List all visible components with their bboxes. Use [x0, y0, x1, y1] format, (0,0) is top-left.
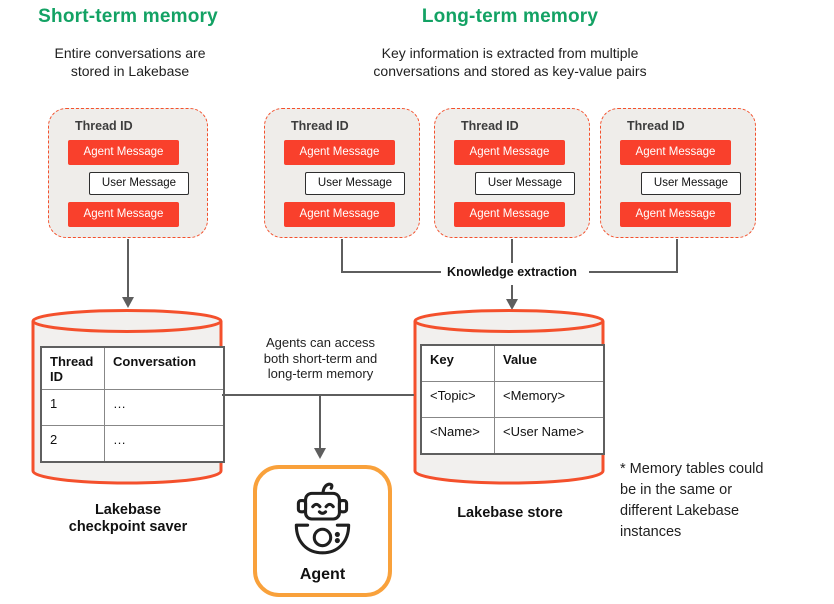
- table-cell: …: [104, 389, 225, 426]
- connector-line: [127, 239, 129, 298]
- table-header-cell: Thread ID: [40, 346, 105, 390]
- connector-line: [511, 239, 513, 263]
- agent-message-box: Agent Message: [454, 140, 565, 165]
- thread-card-short-term: Thread ID Agent Message User Message Age…: [48, 108, 208, 238]
- long-term-memory-subtitle: Key information is extracted from multip…: [373, 45, 647, 79]
- table-cell: <Memory>: [494, 381, 605, 418]
- connector-line: [511, 285, 513, 301]
- thread-card-long-term-2: Thread ID Agent Message User Message Age…: [434, 108, 590, 238]
- thread-id-label: Thread ID: [627, 119, 685, 133]
- agent-message-box: Agent Message: [284, 202, 395, 227]
- table-cell: 2: [40, 425, 105, 463]
- table-row: <Topic> <Memory>: [420, 381, 605, 418]
- agent-label: Agent: [299, 566, 346, 583]
- access-note: Agents can access both short-term and lo…: [263, 335, 378, 381]
- thread-card-long-term-1: Thread ID Agent Message User Message Age…: [264, 108, 420, 238]
- connector-line: [341, 239, 343, 273]
- agent-message-box: Agent Message: [454, 202, 565, 227]
- connector-line: [676, 239, 678, 273]
- table-cell: <User Name>: [494, 417, 605, 455]
- checkpoint-table: Thread ID Conversation 1 … 2 …: [40, 346, 225, 463]
- connector-line: [341, 271, 441, 273]
- memory-tables-footnote: * Memory tables could be in the same or …: [620, 461, 764, 540]
- user-message-box: User Message: [641, 172, 741, 195]
- table-header-cell: Conversation: [104, 346, 225, 390]
- long-term-memory-title: Long-term memory: [421, 6, 599, 27]
- table-row: 1 …: [40, 389, 225, 426]
- thread-id-label: Thread ID: [75, 119, 133, 133]
- table-cell: …: [104, 425, 225, 463]
- thread-id-label: Thread ID: [291, 119, 349, 133]
- thread-id-label: Thread ID: [461, 119, 519, 133]
- table-cell: <Name>: [420, 417, 495, 455]
- table-cell: <Topic>: [420, 381, 495, 418]
- table-header-cell: Value: [494, 344, 605, 382]
- table-header-row: Thread ID Conversation: [40, 346, 225, 390]
- checkpoint-saver-caption: Lakebase checkpoint saver: [68, 502, 188, 535]
- agent-box: Agent: [253, 465, 392, 597]
- table-row: <Name> <User Name>: [420, 417, 605, 455]
- agent-message-box: Agent Message: [68, 202, 179, 227]
- knowledge-extraction-label: Knowledge extraction: [447, 265, 577, 279]
- arrow-down-icon: [122, 297, 134, 308]
- user-message-box: User Message: [475, 172, 575, 195]
- store-table: Key Value <Topic> <Memory> <Name> <User …: [420, 344, 605, 455]
- table-header-row: Key Value: [420, 344, 605, 382]
- arrow-down-icon: [506, 299, 518, 310]
- short-term-memory-subtitle: Entire conversations are stored in Lakeb…: [54, 45, 206, 79]
- lakebase-store-caption: Lakebase store: [457, 505, 563, 521]
- table-cell: 1: [40, 389, 105, 426]
- agent-message-box: Agent Message: [620, 140, 731, 165]
- user-message-box: User Message: [305, 172, 405, 195]
- arrow-down-icon: [314, 448, 326, 459]
- agent-message-box: Agent Message: [284, 140, 395, 165]
- user-message-box: User Message: [89, 172, 189, 195]
- agent-message-box: Agent Message: [620, 202, 731, 227]
- connector-line: [222, 394, 414, 396]
- connector-line: [589, 271, 678, 273]
- short-term-memory-title: Short-term memory: [38, 6, 218, 27]
- table-row: 2 …: [40, 425, 225, 463]
- robot-icon: [294, 482, 350, 555]
- agent-message-box: Agent Message: [68, 140, 179, 165]
- connector-line: [319, 395, 321, 449]
- thread-card-long-term-3: Thread ID Agent Message User Message Age…: [600, 108, 756, 238]
- table-header-cell: Key: [420, 344, 495, 382]
